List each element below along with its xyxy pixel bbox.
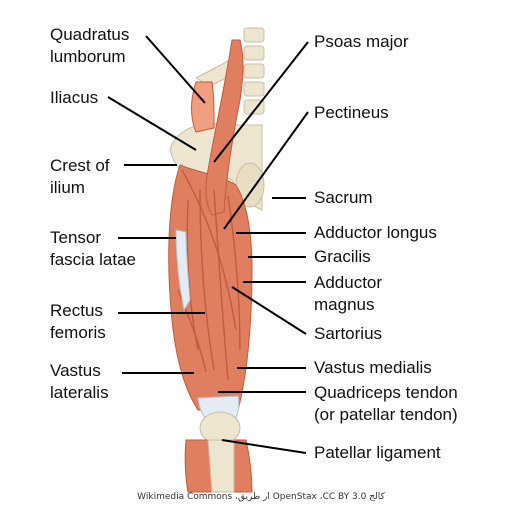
- label-quadratus-lumborum: Quadratus lumborum: [50, 25, 130, 66]
- label-vastus-lateralis: Vastus lateralis: [50, 361, 109, 402]
- fascia-latae-band: [175, 229, 191, 312]
- leader-lines: [107, 35, 309, 454]
- label-tensor-fascia-latae: Tensor fascia latae: [50, 228, 136, 269]
- label-adductor-magnus: Adductor magnus: [314, 273, 383, 314]
- label-adductor-longus: Adductor longus: [314, 223, 437, 242]
- label-patellar-ligament: Patellar ligament: [314, 443, 441, 462]
- label-pectineus: Pectineus: [314, 103, 389, 122]
- label-quadriceps-tendon: Quadriceps tendon (or patellar tendon): [314, 383, 458, 424]
- label-iliacus: Iliacus: [50, 88, 99, 107]
- image-credit: Wikimedia Commons ،ار طریق OpenStax ،CC …: [137, 492, 385, 502]
- label-sartorius: Sartorius: [314, 324, 383, 343]
- patellar-ligament-shape: [207, 439, 235, 493]
- label-sacrum: Sacrum: [314, 188, 373, 207]
- label-vastus-medialis: Vastus medialis: [314, 358, 432, 377]
- label-rectus-femoris: Rectus femoris: [50, 301, 106, 342]
- quadratus-lumborum-muscle: [191, 81, 215, 133]
- label-psoas-major: Psoas major: [314, 32, 409, 51]
- label-gracilis: Gracilis: [314, 247, 371, 266]
- thigh-muscles: [168, 164, 253, 411]
- psoas-muscle: [205, 39, 244, 216]
- patella: [199, 411, 241, 445]
- label-crest-of-ilium: Crest of ilium: [50, 156, 110, 197]
